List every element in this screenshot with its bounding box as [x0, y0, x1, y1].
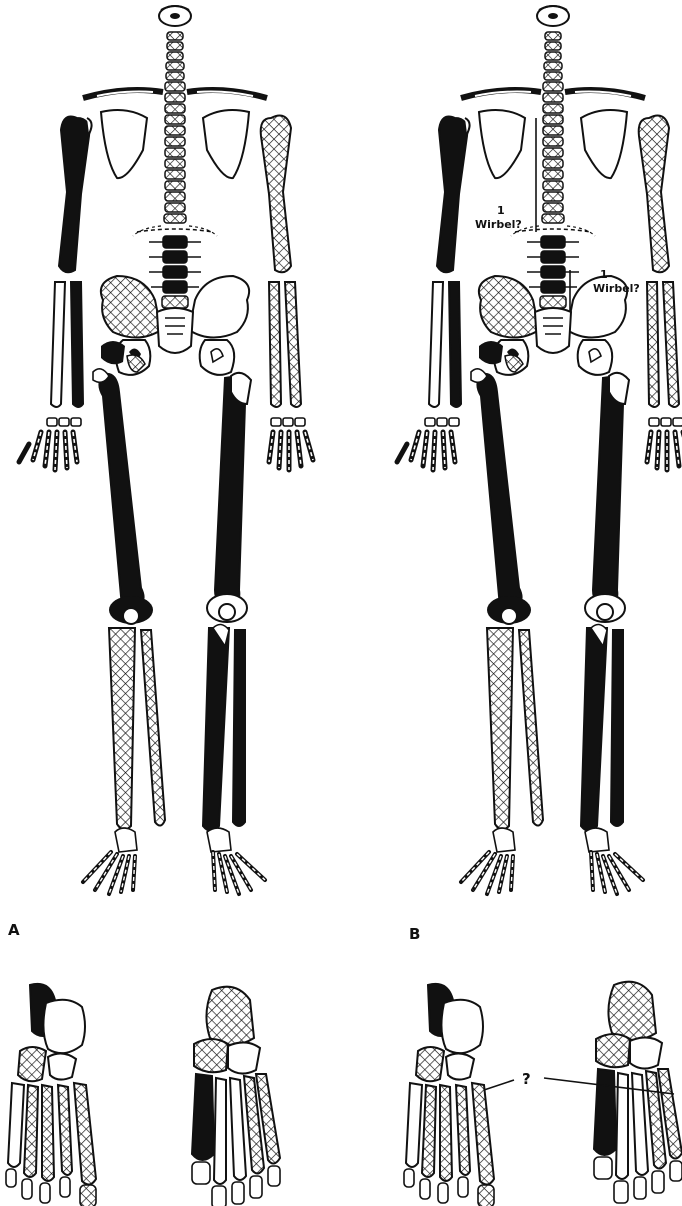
foot-detail-b-left — [404, 984, 494, 1206]
vertebra-lower-number: 1 — [600, 268, 608, 281]
vertebra-upper-number: 1 — [497, 204, 505, 217]
skeleton-left — [19, 6, 313, 894]
question-mark-label: ? — [522, 1070, 531, 1088]
skeleton-right — [397, 6, 682, 894]
vertebra-upper-label: Wirbel? — [475, 218, 522, 231]
question-pointer-left — [484, 1080, 514, 1090]
foot-detail-a-right — [192, 987, 280, 1206]
foot-detail-b-right — [594, 982, 682, 1203]
vertebra-lower-label: Wirbel? — [593, 282, 640, 295]
panel-label-a: A — [8, 921, 20, 939]
foot-detail-a-left — [6, 984, 96, 1206]
panel-label-b: B — [409, 925, 420, 943]
